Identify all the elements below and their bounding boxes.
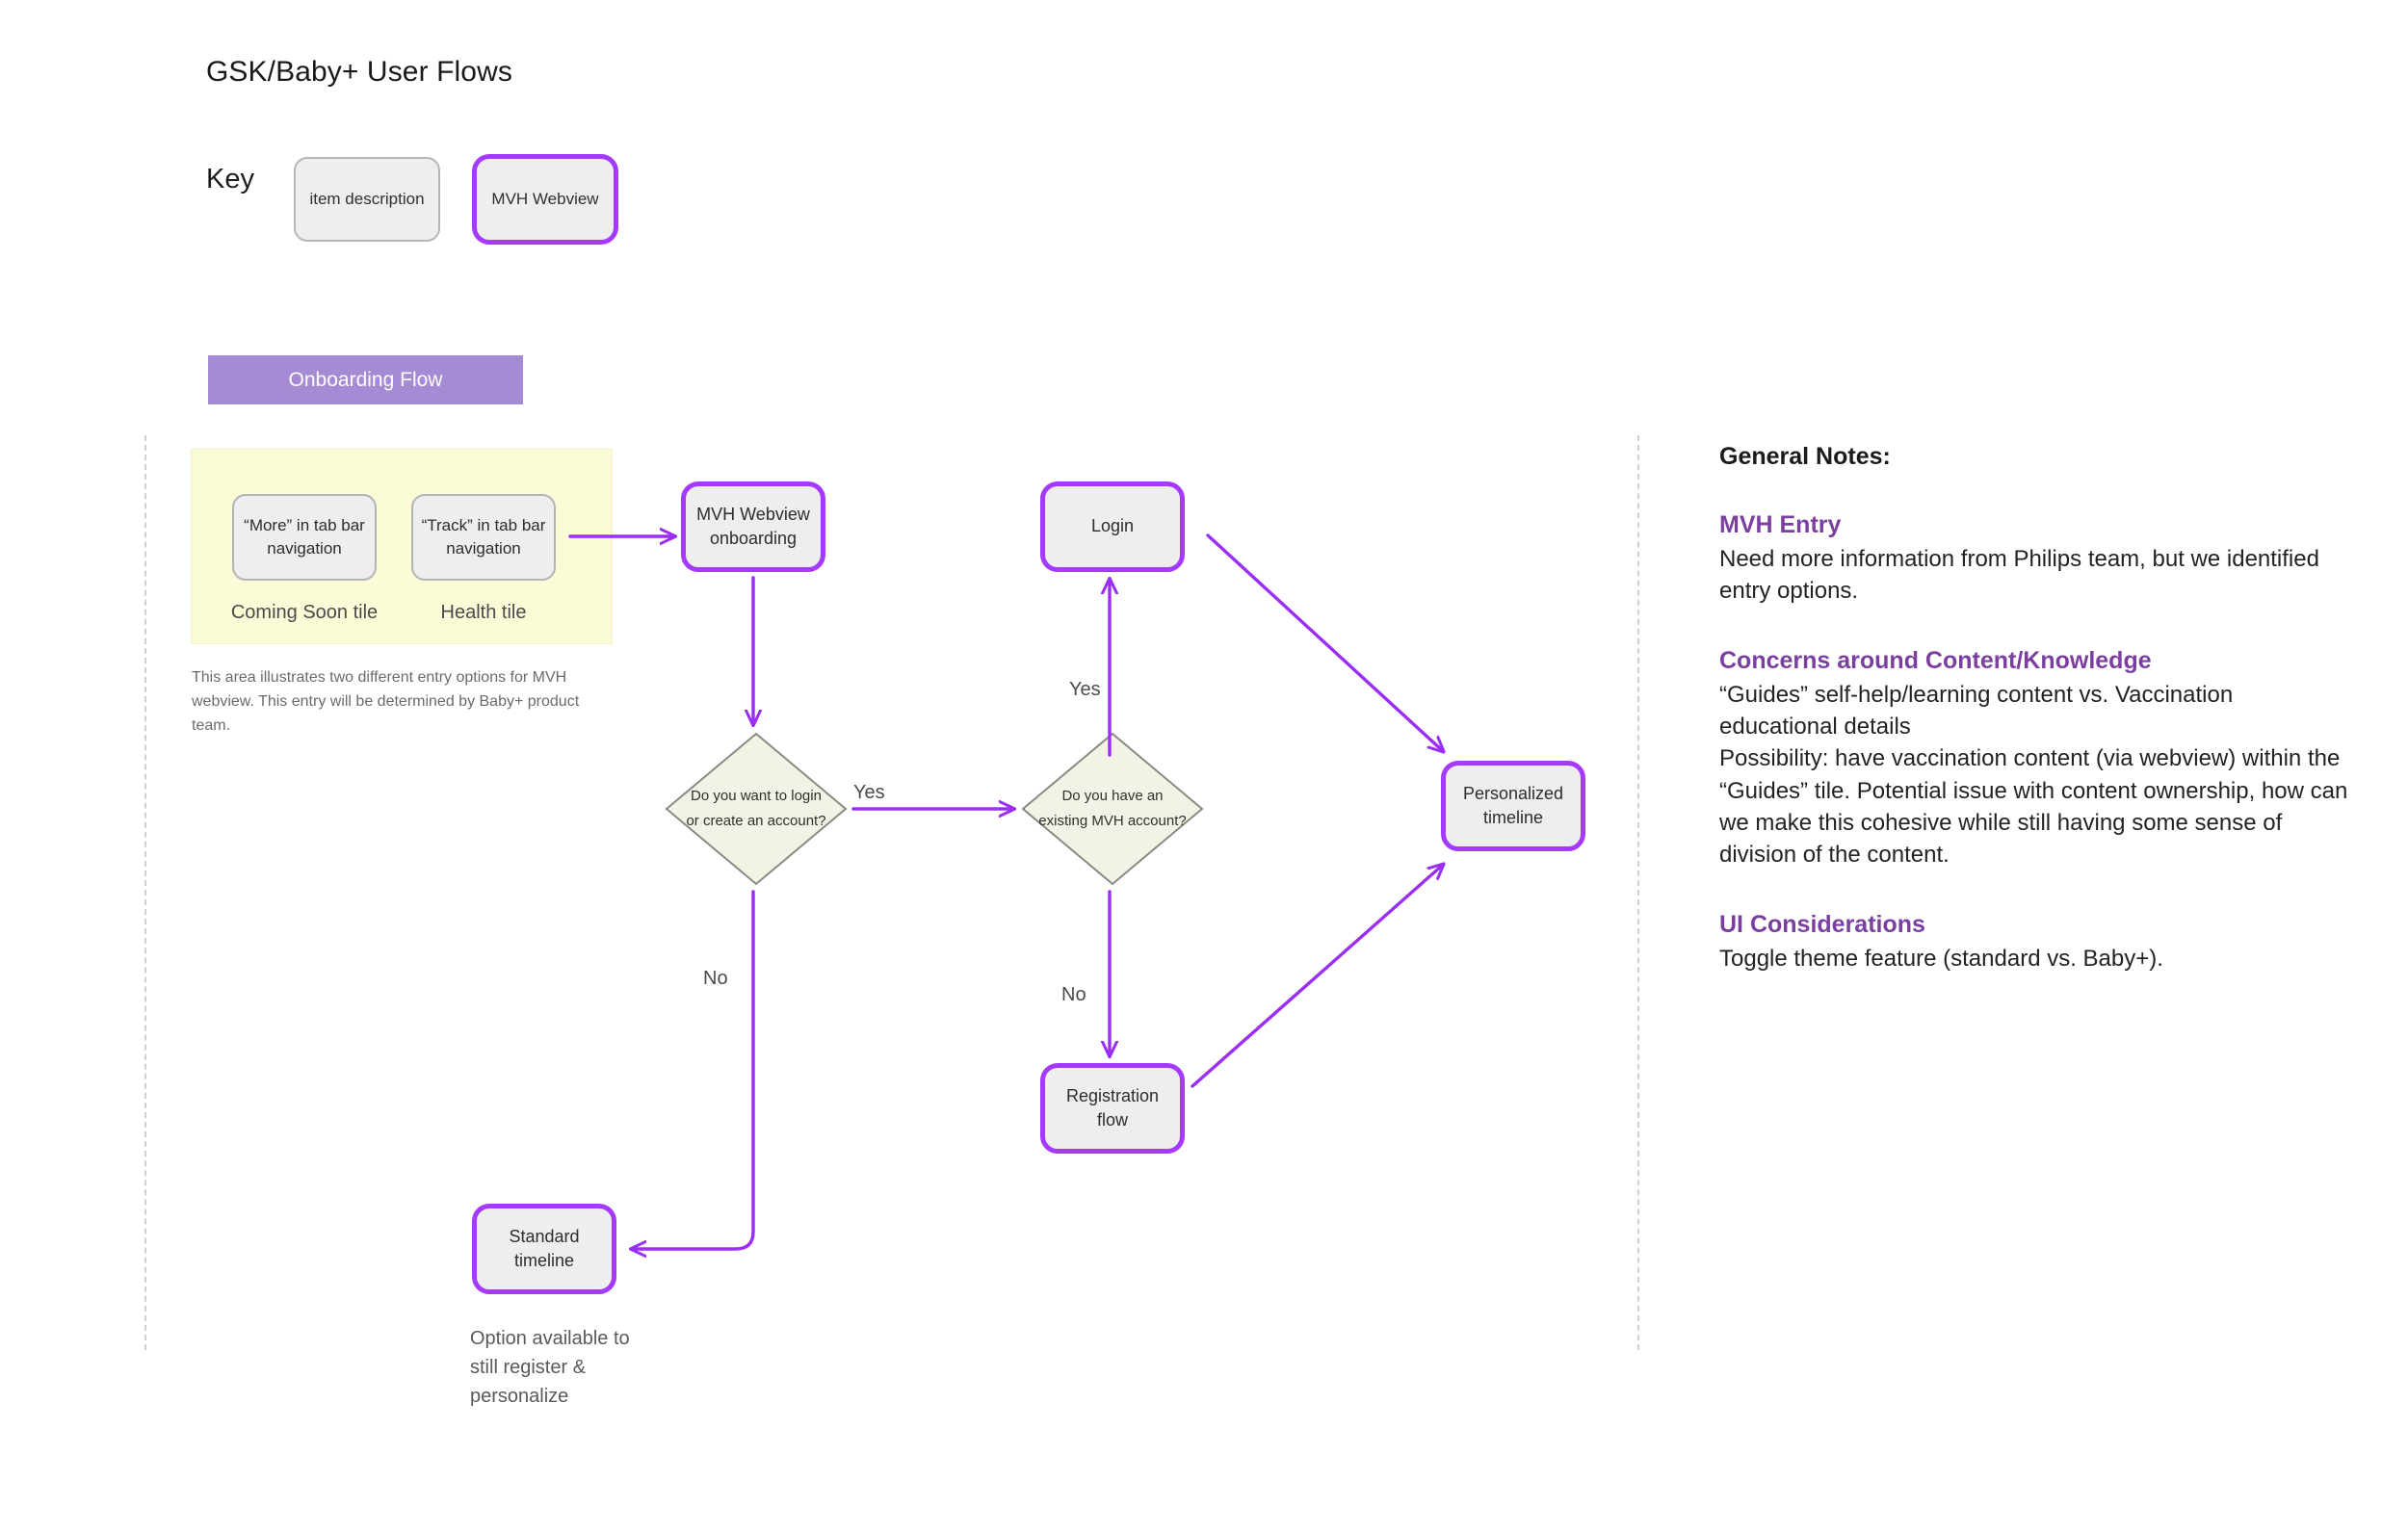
node-personalized-timeline-label: Personalized timeline: [1462, 783, 1564, 827]
node-standard-timeline-label: Standard timeline: [509, 1226, 580, 1270]
diamond-shape: [1021, 732, 1204, 886]
edge-label-d1-yes: Yes: [853, 782, 885, 803]
node-standard-timeline-caption: Option available to still register & per…: [470, 1328, 630, 1407]
key-item-mvh-webview: MVH Webview: [472, 154, 618, 245]
notes-heading-concerns: Concerns around Content/Knowledge: [1719, 647, 2152, 675]
edge-decision1-no-to-standard-timeline: [632, 890, 755, 1249]
key-item-mvh-webview-label: MVH Webview: [491, 189, 599, 208]
entry-area-note: This area illustrates two different entr…: [192, 669, 580, 734]
node-mvh-webview-onboarding-label: MVH Webview onboarding: [696, 504, 810, 548]
section-banner-onboarding-flow: Onboarding Flow: [208, 355, 523, 404]
notes-title: General Notes:: [1719, 443, 1891, 470]
entry-tile-track: “Track” in tab bar navigation: [411, 494, 556, 581]
entry-tile-track-caption: Health tile: [440, 602, 527, 623]
node-standard-timeline: Standard timeline: [472, 1204, 616, 1294]
edge-label-d2-no: No: [1061, 984, 1086, 1005]
general-notes-panel: General Notes: MVH Entry Need more infor…: [1719, 443, 2355, 974]
key-item-description-label: item description: [309, 189, 425, 208]
notes-body-ui-considerations: Toggle theme feature (standard vs. Baby+…: [1719, 945, 2163, 972]
entry-tile-more: “More” in tab bar navigation: [232, 494, 377, 581]
node-registration-flow: Registration flow: [1040, 1063, 1185, 1154]
entry-tile-more-caption: Coming Soon tile: [230, 602, 379, 623]
key-item-description: item description: [294, 157, 440, 242]
notes-body-concerns: “Guides” self-help/learning content vs. …: [1719, 682, 2348, 868]
entry-tile-track-label: “Track” in tab bar navigation: [421, 516, 546, 558]
node-login: Login: [1040, 481, 1185, 572]
edge-registration-to-personalized-timeline: [1191, 865, 1443, 1088]
node-registration-flow-label: Registration flow: [1065, 1085, 1160, 1130]
notes-heading-ui-considerations: UI Considerations: [1719, 910, 1925, 938]
diamond-shape: [665, 732, 848, 886]
entry-tile-more-label: “More” in tab bar navigation: [244, 516, 365, 558]
node-mvh-webview-onboarding: MVH Webview onboarding: [681, 481, 825, 572]
node-login-label: Login: [1090, 516, 1135, 536]
key-label: Key: [206, 164, 254, 195]
edge-label-d2-yes: Yes: [1069, 679, 1101, 700]
left-boundary-rail: [144, 435, 146, 1350]
notes-body-mvh-entry: Need more information from Philips team,…: [1719, 546, 2319, 605]
notes-heading-mvh-entry: MVH Entry: [1719, 511, 1842, 538]
edge-label-d1-no: No: [703, 968, 728, 989]
edge-login-to-personalized-timeline: [1206, 533, 1443, 751]
section-banner-label: Onboarding Flow: [288, 368, 443, 391]
node-personalized-timeline: Personalized timeline: [1441, 761, 1585, 851]
right-boundary-rail: [1637, 435, 1639, 1350]
page-title: GSK/Baby+ User Flows: [206, 56, 512, 88]
